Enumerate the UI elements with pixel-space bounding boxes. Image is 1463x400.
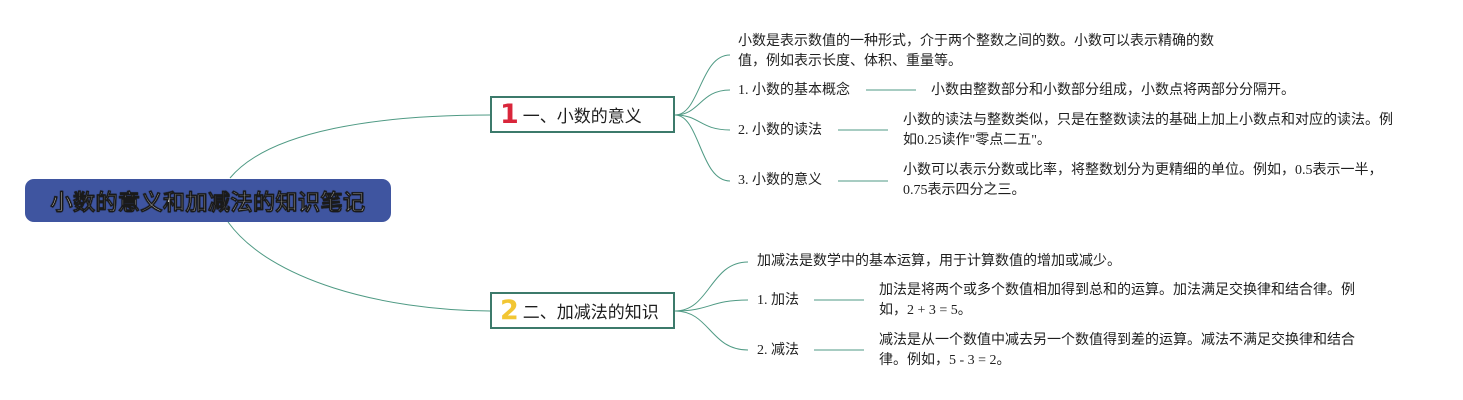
root-topic[interactable]: 小数的意义和加减法的知识笔记 [25,179,391,222]
number-two-icon: 2 [500,295,519,326]
branch-2-to-intro-line [674,261,749,312]
branch-label: 二、加减法的知识 [522,303,659,323]
subtopic-decimal-meaning[interactable]: 3. 小数的意义 [738,173,822,188]
branch-1-to-intro-line [674,54,731,116]
subtopic-reading-method[interactable]: 2. 小数的读法 [738,123,822,138]
branch-1-to-concept-line [674,89,731,116]
detail-decimal-meaning[interactable]: 小数可以表示分数或比率，将整数划分为更精细的单位。例如，0.5表示一半，0.75… [903,163,1383,198]
detail-basic-concept[interactable]: 小数由整数部分和小数部分组成，小数点将两部分分隔开。 [931,83,1295,98]
detail-subtraction[interactable]: 减法是从一个数值中减去另一个数值得到差的运算。减法不满足交换律和结合律。例如，5… [879,333,1355,368]
subtopic-addition[interactable]: 1. 加法 [757,293,799,308]
subtopic-basic-concept[interactable]: 1. 小数的基本概念 [738,83,850,98]
branch-label: 一、小数的意义 [522,107,642,127]
detail-reading-method[interactable]: 小数的读法与整数类似，只是在整数读法的基础上加上小数点和对应的读法。例如0.25… [903,113,1393,148]
root-to-branch-1-line [229,114,491,179]
branch-2-to-addition-line [674,299,749,312]
number-one-icon: 1 [500,99,519,130]
subtopic-intro-decimal[interactable]: 小数是表示数值的一种形式，介于两个整数之间的数。小数可以表示精确的数值，例如表示… [738,34,1214,69]
branch-2-to-subtraction-line [674,310,749,351]
detail-addition[interactable]: 加法是将两个或多个数值相加得到总和的运算。加法满足交换律和结合律。例如，2 + … [879,283,1355,318]
branch-topic-decimal-meaning[interactable]: 1 一、小数的意义 [490,96,675,133]
root-to-branch-2-line [227,221,491,312]
branch-1-to-meaning-line [674,114,731,182]
subtopic-subtraction[interactable]: 2. 减法 [757,343,799,358]
branch-topic-addition-subtraction[interactable]: 2 二、加减法的知识 [490,292,675,329]
root-topic-label: 小数的意义和加减法的知识笔记 [50,190,366,216]
subtopic-intro-arithmetic[interactable]: 加减法是数学中的基本运算，用于计算数值的增加或减少。 [757,254,1121,269]
branch-1-to-reading-line [674,114,731,131]
